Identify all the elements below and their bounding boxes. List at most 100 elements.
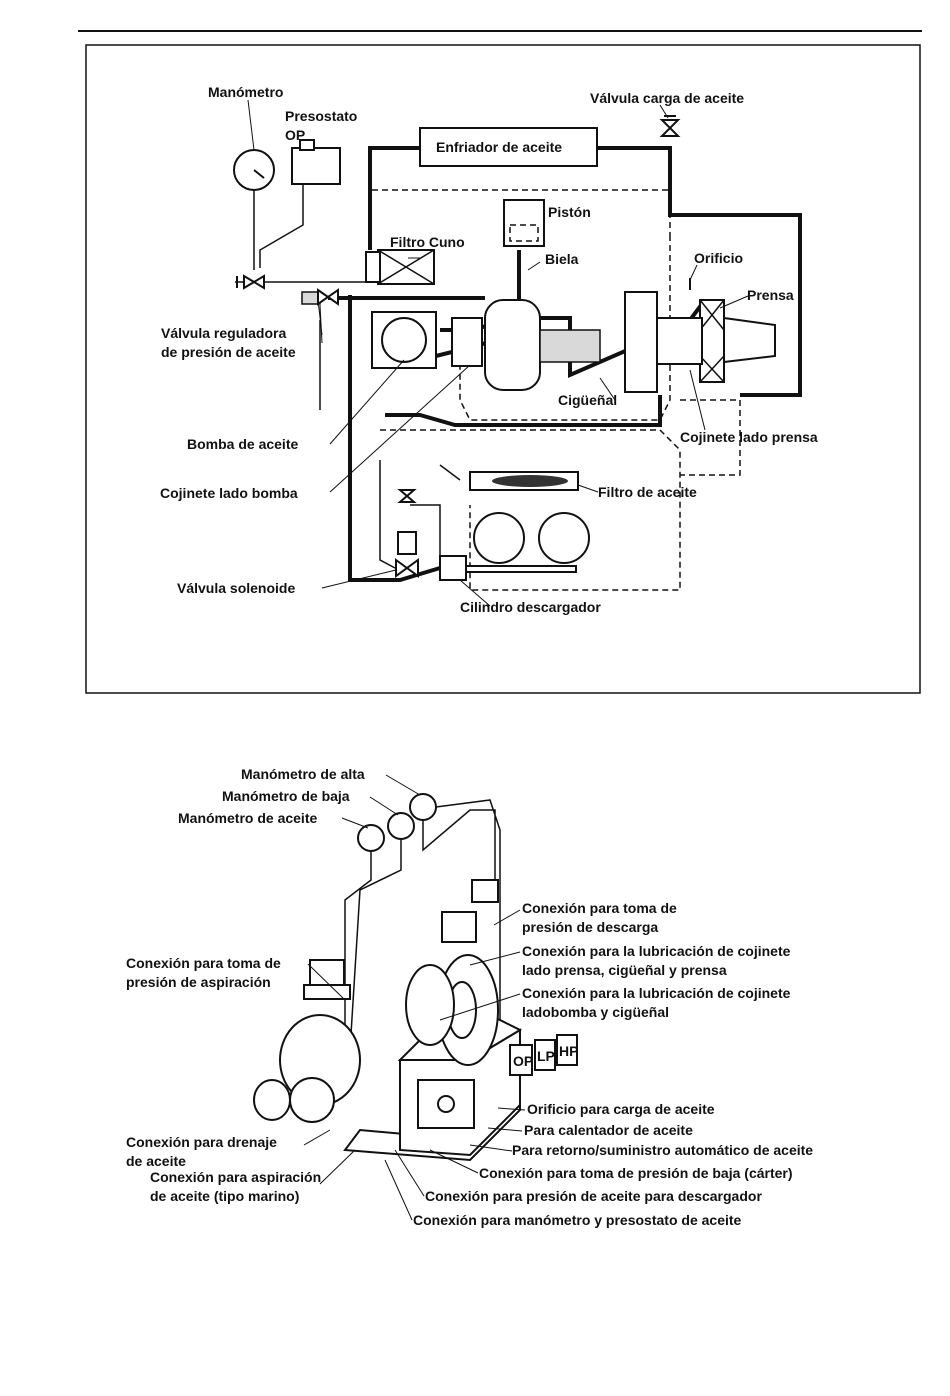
label-man-aceite: Manómetro de aceite — [178, 810, 317, 826]
switch-op-label: OP — [513, 1053, 533, 1069]
label-orificio: Orificio — [694, 250, 743, 266]
pressure-switch-top — [299, 139, 315, 151]
filter-line — [439, 464, 461, 481]
label-drenaje-1: Conexión para drenaje — [126, 1134, 277, 1150]
pipe-cooler-inlet — [368, 146, 420, 250]
label-cilindro: Cilindro descargador — [460, 599, 601, 615]
label-bomba: Bomba de aceite — [187, 436, 298, 452]
label-op: OP — [285, 127, 305, 143]
label-presion-baja: Conexión para toma de presión de baja (c… — [479, 1165, 793, 1181]
oil-cooler — [419, 127, 598, 167]
label-cojinete-bomba: Cojinete lado bomba — [160, 485, 298, 501]
label-presion-desc: Conexión para presión de aceite para des… — [425, 1188, 762, 1204]
pump-cap — [253, 1079, 291, 1121]
label-orificio-carga: Orificio para carga de aceite — [527, 1101, 715, 1117]
front-panel-port — [437, 1095, 455, 1113]
gauge-valve — [243, 274, 265, 290]
label-drenaje-2: de aceite — [126, 1153, 186, 1169]
switch-hp-label: HP — [559, 1043, 578, 1059]
label-lub-prensa-2: lado prensa, cigüeñal y prensa — [522, 962, 727, 978]
unloader-cylinder — [439, 555, 467, 581]
leaders-d2 — [303, 774, 526, 1221]
unloader-disc-2 — [538, 512, 590, 564]
compressor-connections-illustration: OP LP HP Manómetro de alta Manómetro de … — [126, 766, 813, 1228]
switch-op — [509, 1044, 533, 1076]
label-cojinete-prensa: Cojinete lado prensa — [680, 429, 818, 445]
label-man-baja: Manómetro de baja — [222, 788, 350, 804]
discharge-flange — [441, 911, 477, 943]
crankcase-outline — [380, 429, 681, 591]
presostato-line — [259, 185, 304, 268]
cylinder-head — [405, 964, 455, 1046]
label-descarga-1: Conexión para toma de — [522, 900, 677, 916]
crank-counter — [624, 291, 658, 393]
solenoid-coil — [397, 531, 417, 555]
pump-cover — [289, 1077, 335, 1123]
unloader-line — [410, 504, 441, 560]
label-prensa: Prensa — [747, 287, 794, 303]
label-valvula-carga: Válvula carga de aceite — [590, 90, 744, 106]
seal-x4 — [699, 355, 725, 383]
label-manometro: Manómetro — [208, 84, 283, 100]
discharge-valve-block — [471, 879, 499, 903]
label-piston: Pistón — [548, 204, 591, 220]
pressure-switch — [291, 147, 341, 185]
unloader-rod — [465, 565, 577, 573]
leaders-d1 — [247, 99, 749, 607]
label-solenoide: Válvula solenoide — [177, 580, 295, 596]
solenoid-line — [379, 460, 396, 569]
label-lub-prensa-1: Conexión para la lubricación de cojinete — [522, 943, 791, 959]
label-asp-marino-2: de aceite (tipo marino) — [150, 1188, 299, 1204]
pipe-return-bottom — [385, 395, 662, 427]
piston-pin — [509, 224, 539, 242]
label-presostato: Presostato — [285, 108, 357, 124]
low-pressure-gauge — [387, 812, 415, 840]
oil-filter-element — [492, 475, 568, 487]
shaft-end — [723, 316, 776, 364]
crank-pin — [539, 329, 601, 363]
crank-web — [484, 299, 541, 391]
label-retorno: Para retorno/suministro automático de ac… — [512, 1142, 813, 1158]
cuno-filter-x2 — [377, 249, 435, 285]
pipe-main-left — [348, 295, 441, 582]
label-ciguenal: Cigüeñal — [558, 392, 617, 408]
cuno-filter-neck — [365, 251, 381, 283]
label-man-alta: Manómetro de alta — [241, 766, 365, 782]
crank-bearing-pump — [451, 317, 483, 367]
oil-circuit-diagram: Manómetro Presostato OP Válvula carga de… — [85, 44, 921, 694]
switch-hp — [556, 1034, 578, 1066]
label-calentador: Para calentador de aceite — [524, 1122, 693, 1138]
label-filtro-cuno: Filtro Cuno — [390, 234, 465, 250]
return-outline — [680, 399, 741, 476]
gauge-tubing — [344, 799, 501, 1070]
switch-lp-label: LP — [537, 1048, 555, 1064]
shaft — [656, 317, 703, 365]
label-valvula-reg-1: Válvula reguladora — [161, 325, 286, 341]
label-descarga-2: presión de descarga — [522, 919, 658, 935]
diagram-frame — [85, 44, 921, 694]
high-pressure-gauge — [409, 793, 437, 821]
label-filtro-aceite: Filtro de aceite — [598, 484, 697, 500]
label-lub-bomba-2: ladobomba y cigüeñal — [522, 1004, 669, 1020]
unloader-disc-1 — [473, 512, 525, 564]
switch-lp — [534, 1039, 556, 1071]
label-aspiracion-1: Conexión para toma de — [126, 955, 281, 971]
oil-pressure-gauge — [357, 824, 385, 852]
oil-pump — [381, 317, 427, 363]
gauge-needle — [253, 169, 265, 179]
seal-x2 — [699, 299, 725, 331]
compressor-outline — [372, 189, 671, 421]
relief-valve — [397, 489, 417, 503]
label-aspiracion-2: presión de aspiración — [126, 974, 271, 990]
solenoid-valve — [395, 558, 419, 578]
regulating-valve — [317, 288, 339, 306]
label-valvula-reg-2: de presión de aceite — [161, 344, 296, 360]
label-enfriador: Enfriador de aceite — [436, 139, 562, 155]
label-lub-bomba-1: Conexión para la lubricación de cojinete — [522, 985, 791, 1001]
label-asp-marino-1: Conexión para aspiración — [150, 1169, 321, 1185]
suction-valve-flange — [303, 984, 351, 1000]
charge-valve — [659, 119, 681, 137]
label-manometro-presostato: Conexión para manómetro y presostato de … — [413, 1212, 742, 1228]
pipe-cooler-outlet — [597, 146, 802, 397]
